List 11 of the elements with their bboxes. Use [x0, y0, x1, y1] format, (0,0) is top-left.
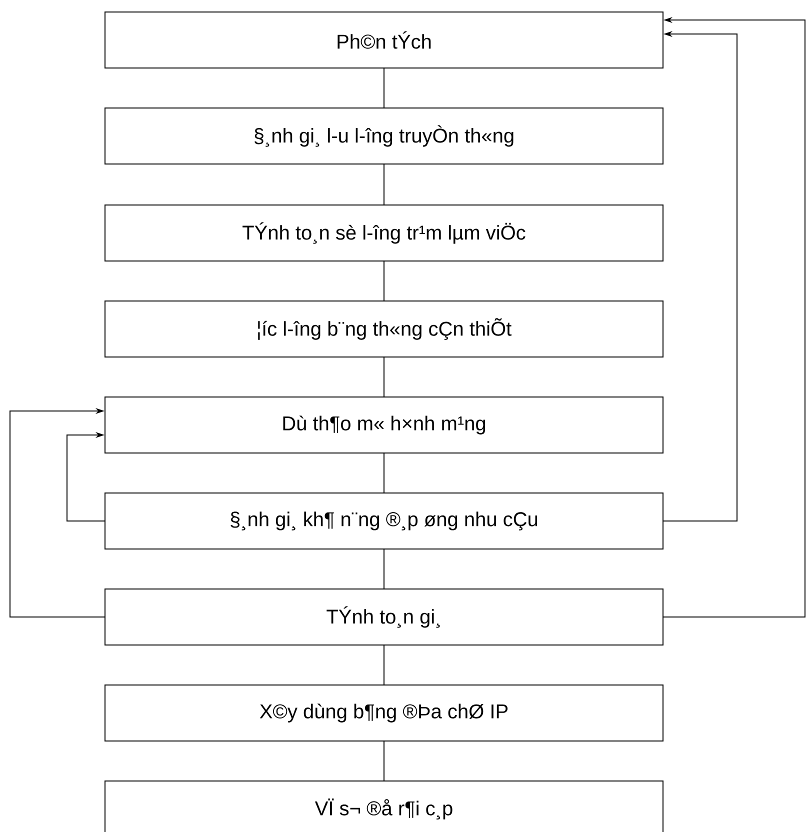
- arrow: [10, 408, 105, 618]
- process-box: TÝnh to¸n sè l-îng tr¹m lµm viÖc: [104, 204, 664, 262]
- process-box: §¸nh gi¸ kh¶ n¨ng ®¸p øng nhu cÇu: [104, 492, 664, 550]
- process-box: VÏ s¬ ®å r¶i c¸p: [104, 780, 664, 832]
- arrow: [66, 432, 105, 522]
- process-box: X©y dùng b¶ng ®Þa chØ IP: [104, 684, 664, 742]
- process-box: Ph©n tÝch: [104, 12, 664, 68]
- process-box: §¸nh gi¸ l-u l-îng truyÒn th«ng: [104, 108, 664, 164]
- process-box: Dù th¶o m« h×nh m¹ng: [104, 396, 664, 454]
- process-box: ¦íc l-îng b¨ng th«ng cÇn thiÕt: [104, 300, 664, 358]
- process-box: TÝnh to¸n gi¸: [104, 588, 664, 646]
